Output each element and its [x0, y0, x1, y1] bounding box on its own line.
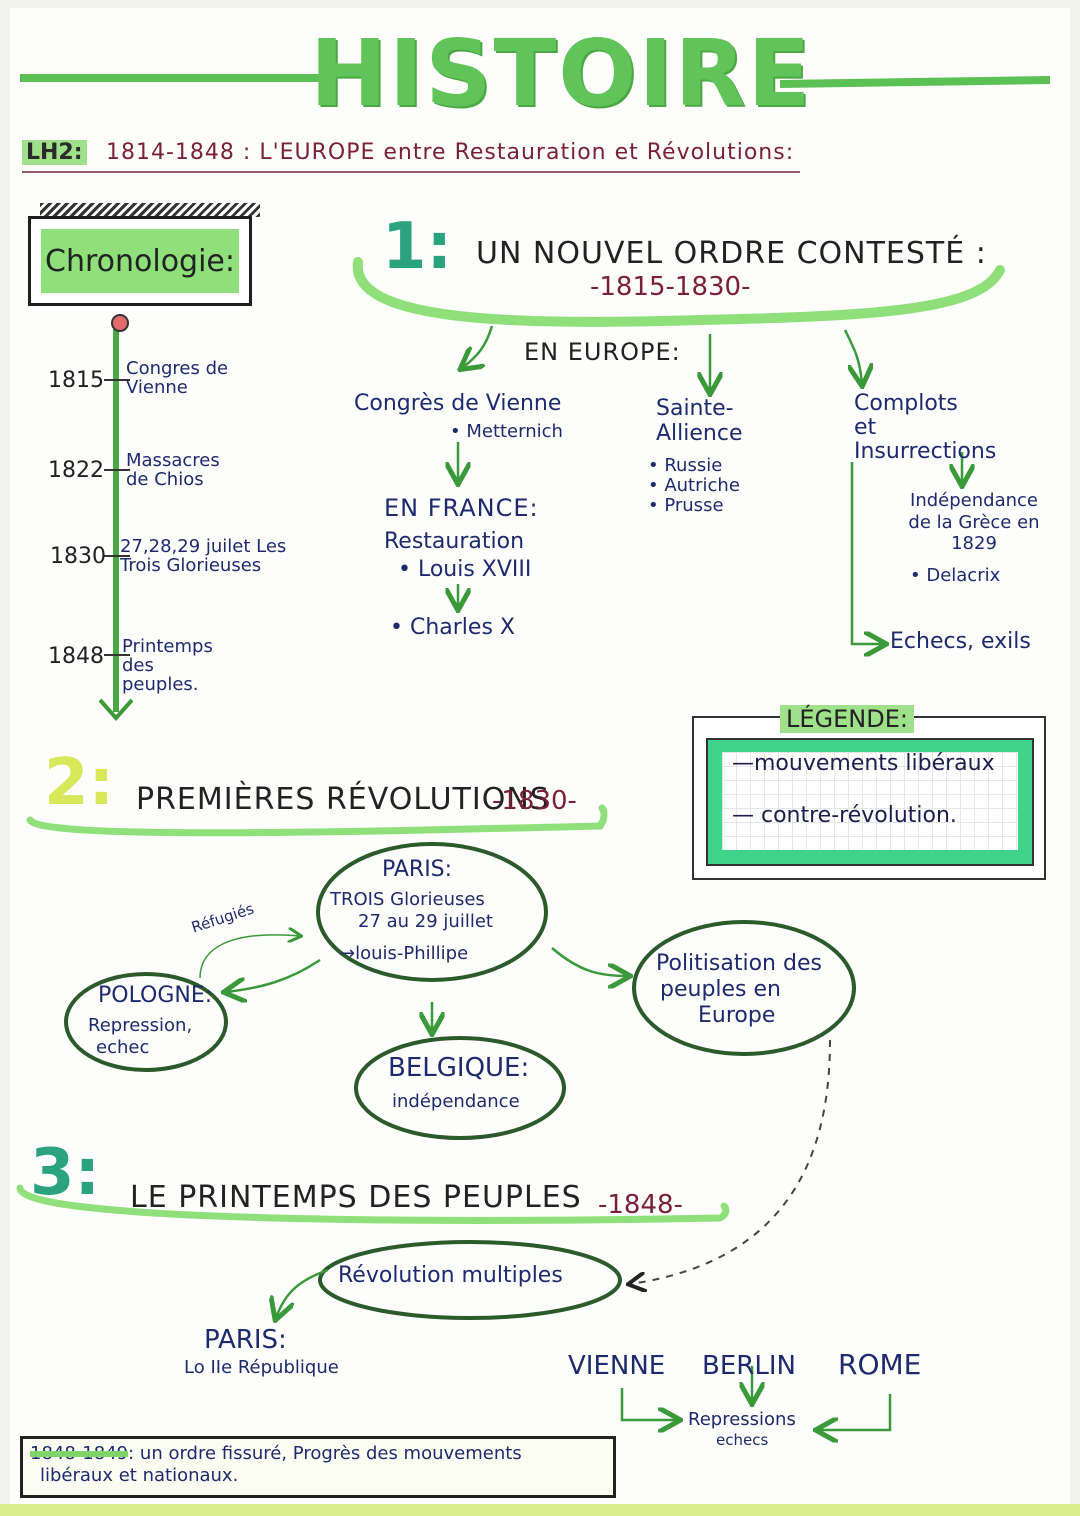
lesson-code: LH2: [22, 140, 87, 165]
legend-title: LÉGENDE: [780, 705, 914, 733]
politisation-line: peuples en [660, 977, 781, 1002]
en-france-label: EN FRANCE: [384, 494, 539, 522]
belgique-text: indépendance [392, 1091, 520, 1112]
sainte-alliance: Sainte-Allience [656, 396, 743, 447]
lesson-title: 1814-1848 : L'EUROPE entre Restauration … [106, 140, 795, 165]
paris-1830-line: →louis-Phillipe [340, 943, 469, 964]
timeline-year: 1848 [48, 644, 104, 669]
section2-underline [26, 804, 608, 837]
echecs-exils: Echecs, exils [890, 629, 1031, 654]
complots-insurrections: Complots et Insurrections [854, 391, 997, 465]
section2-dates: -1830- [492, 786, 577, 816]
timeline-year: 1822 [48, 458, 104, 483]
politisation-line: Politisation des [656, 951, 822, 976]
paris-1848-title: PARIS: [204, 1325, 287, 1355]
section1-number: 1: [382, 210, 453, 284]
conclusion-box [20, 1436, 616, 1498]
politisation-line: Europe [698, 1003, 776, 1028]
congres-vienne: Congrès de Vienne [354, 391, 562, 416]
conclusion-line2: libéraux et nationaux. [40, 1465, 239, 1486]
chronology-box: Chronologie: [28, 216, 252, 306]
revolution-oval [318, 1240, 622, 1320]
section3-number: 3: [30, 1136, 101, 1210]
echecs-label: echecs [716, 1431, 769, 1449]
section2-title: PREMIÈRES RÉVOLUTIONS [136, 782, 550, 817]
paris-1830-line: 27 au 29 juillet [358, 911, 493, 932]
city-rome: ROME [838, 1348, 922, 1381]
section1-title: UN NOUVEL ORDRE CONTESTÉ : [476, 236, 987, 271]
alliance-member: • Autriche [648, 475, 740, 496]
section3-title: LE PRINTEMPS DES PEUPLES [130, 1180, 582, 1215]
legend-item-liberal: —mouvements libéraux [732, 751, 995, 776]
paris-oval [316, 842, 548, 982]
section3-dates: -1848- [598, 1190, 683, 1220]
title-line-right [779, 76, 1051, 88]
pologne-oval [64, 972, 228, 1072]
section3-underline [16, 1184, 730, 1224]
repressions-label: Repressions [688, 1409, 796, 1430]
city-vienne: VIENNE [568, 1351, 666, 1381]
charles-x: • Charles X [390, 615, 515, 640]
alliance-member: • Prusse [648, 495, 724, 516]
louis-xviii: • Louis XVIII [398, 557, 532, 582]
pologne-title: POLOGNE: [98, 983, 213, 1008]
timeline-event: Printemps des peuples. [122, 636, 213, 695]
pologne-line: echec [96, 1037, 150, 1058]
independance-grece: Indépendance de la Grèce en 1829 [908, 490, 1040, 555]
restauration: Restauration [384, 529, 525, 554]
conclusion-text: : un ordre fissuré, Progrès des mouvemen… [128, 1443, 522, 1464]
timeline-event: 27,28,29 juilet Les Trois Glorieuses [120, 536, 287, 576]
section1-dates: -1815-1830- [590, 272, 751, 302]
page-title: HISTOIRE [310, 20, 813, 127]
city-berlin: BERLIN [702, 1351, 796, 1381]
timeline-event: Massacres de Chios [126, 450, 220, 490]
delacroix: • Delacrix [910, 565, 1001, 586]
legend-item-contre-revolution: — contre-révolution. [732, 803, 957, 828]
conclusion-line1: 1848-1849: un ordre fissuré, Progrès des… [30, 1444, 522, 1464]
timeline-year: 1815 [48, 368, 104, 393]
legend-box [692, 716, 1046, 880]
paris-1830-title: PARIS: [382, 857, 453, 882]
section2-number: 2: [44, 746, 115, 820]
chronology-label: Chronologie: [41, 229, 239, 293]
paris-1848-text: Lo IIe République [184, 1357, 339, 1378]
alliance-member: • Russie [648, 455, 723, 476]
metternich: • Metternich [450, 421, 563, 442]
revolutions-multiples: Révolution multiples [338, 1263, 563, 1288]
politisation-oval [632, 920, 856, 1056]
paris-1830-line: TROIS Glorieuses [330, 889, 485, 910]
pologne-line: Repression, [88, 1015, 193, 1036]
page-bottom-stripe [0, 1504, 1080, 1516]
section1-brace [352, 257, 1005, 327]
timeline-event: Congres de Vienne [126, 358, 229, 398]
conclusion-dates: 1848-1849 [30, 1443, 129, 1464]
en-europe-label: EN EUROPE: [524, 338, 681, 366]
belgique-oval [354, 1036, 566, 1140]
chronology-box-hatch [40, 203, 260, 217]
belgique-title: BELGIQUE: [388, 1053, 530, 1083]
timeline-year: 1830 [50, 544, 106, 569]
